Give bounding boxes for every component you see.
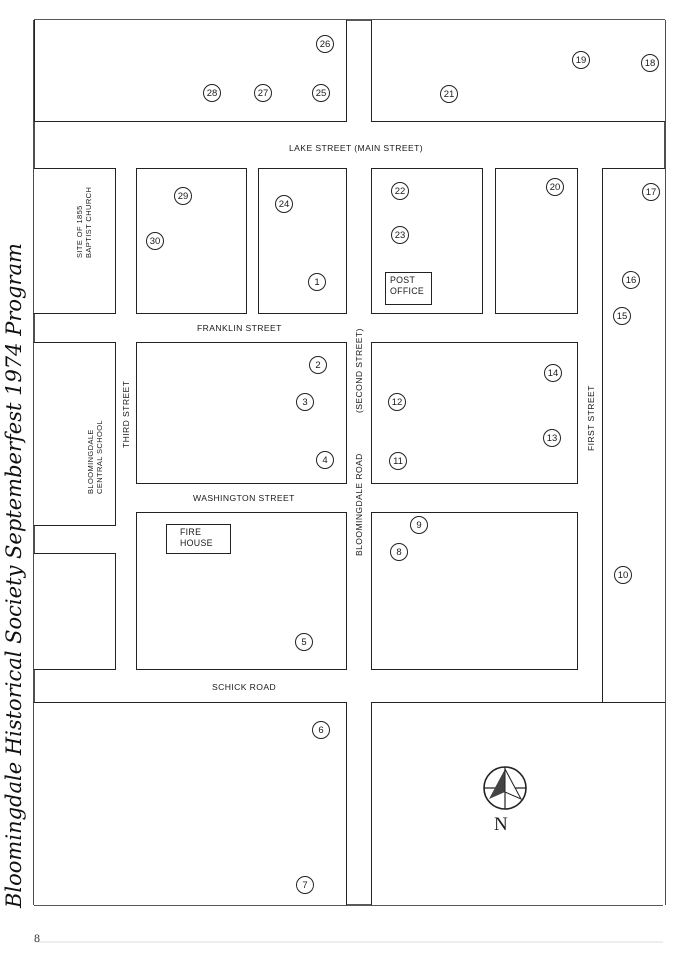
marker-16: 16 (622, 271, 640, 289)
compass-icon (483, 766, 527, 810)
marker-29: 29 (174, 187, 192, 205)
marker-17: 17 (642, 183, 660, 201)
marker-6: 6 (312, 721, 330, 739)
marker-20: 20 (546, 178, 564, 196)
second-street-label: (SECOND STREET) (354, 328, 364, 413)
marker-11: 11 (389, 452, 407, 470)
school-site-label-line1: BLOOMINGDALE (86, 429, 95, 494)
franklin-street-label: FRANKLIN STREET (197, 323, 282, 333)
marker-10: 10 (614, 566, 632, 584)
lake-street-label: LAKE STREET (MAIN STREET) (289, 143, 423, 153)
third-street-label: THIRD STREET (121, 380, 131, 448)
marker-1: 1 (308, 273, 326, 291)
marker-3: 3 (296, 393, 314, 411)
marker-21: 21 (440, 85, 458, 103)
marker-25: 25 (312, 84, 330, 102)
baptist-site-label-line1: SITE OF 1855 (75, 205, 84, 258)
block-lake-franklin-4 (495, 168, 578, 314)
fire-house-label-line1: FIRE (180, 527, 202, 537)
block-franklin-washington-west (136, 342, 347, 484)
block-west-south (34, 553, 116, 670)
marker-19: 19 (572, 51, 590, 69)
marker-28: 28 (203, 84, 221, 102)
post-office-label-line1: POST (390, 275, 416, 285)
marker-30: 30 (146, 232, 164, 250)
compass-north-label: N (494, 814, 508, 835)
school-site-label-line2: CENTRAL SCHOOL (95, 419, 104, 494)
washington-street-label: WASHINGTON STREET (193, 493, 295, 503)
marker-7: 7 (296, 876, 314, 894)
marker-27: 27 (254, 84, 272, 102)
block-south-west (34, 702, 347, 905)
marker-26: 26 (316, 35, 334, 53)
post-office-label-line2: OFFICE (390, 286, 425, 296)
marker-8: 8 (390, 543, 408, 561)
block-washington-schick-east (371, 512, 578, 670)
bloomingdale-road-label: BLOOMINGDALE ROAD (354, 453, 364, 556)
marker-13: 13 (543, 429, 561, 447)
post-office-box: POST OFFICE (385, 272, 432, 305)
block-lake-franklin-2 (258, 168, 347, 314)
fire-house-box: FIRE HOUSE (166, 524, 231, 554)
block-east-strip (602, 168, 665, 702)
first-street-label: FIRST STREET (586, 385, 596, 451)
block-north-east (371, 20, 665, 122)
block-west-baptist (34, 168, 116, 314)
handwritten-caption: Bloomingdale Historical Society Septembe… (2, 243, 26, 908)
marker-2: 2 (309, 356, 327, 374)
marker-4: 4 (316, 451, 334, 469)
fire-house-label-line2: HOUSE (180, 538, 213, 548)
marker-9: 9 (410, 516, 428, 534)
marker-23: 23 (391, 226, 409, 244)
block-west-school (34, 342, 116, 526)
marker-22: 22 (391, 182, 409, 200)
marker-18: 18 (641, 54, 659, 72)
marker-15: 15 (613, 307, 631, 325)
marker-12: 12 (388, 393, 406, 411)
marker-14: 14 (544, 364, 562, 382)
block-north-west (34, 20, 347, 122)
baptist-site-label-line2: BAPTIST CHURCH (84, 186, 93, 258)
marker-5: 5 (295, 633, 313, 651)
marker-24: 24 (275, 195, 293, 213)
schick-road-label: SCHICK ROAD (212, 682, 277, 692)
page-number: 8 (34, 931, 40, 945)
